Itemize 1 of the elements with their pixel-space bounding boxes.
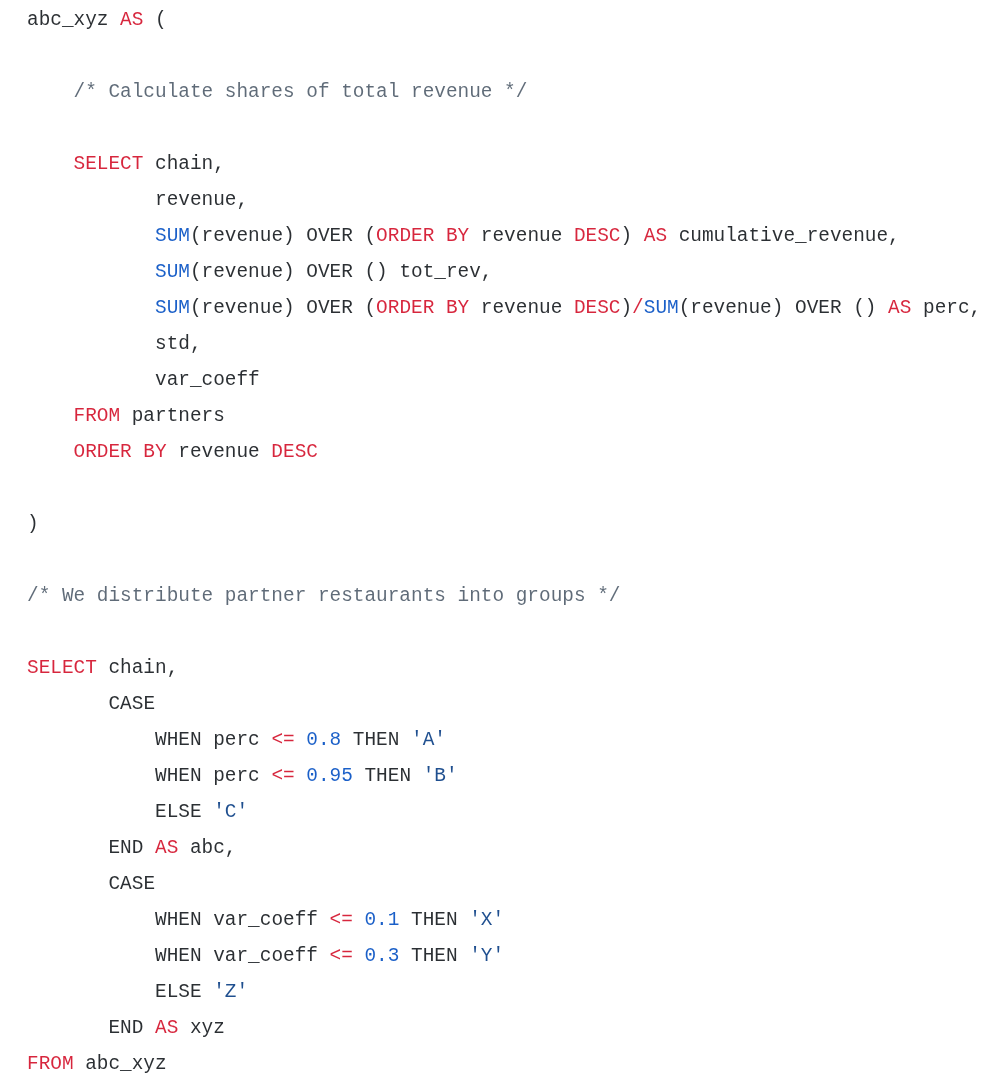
code-comment: /* We distribute partner restaurants into groups */ <box>27 584 621 608</box>
